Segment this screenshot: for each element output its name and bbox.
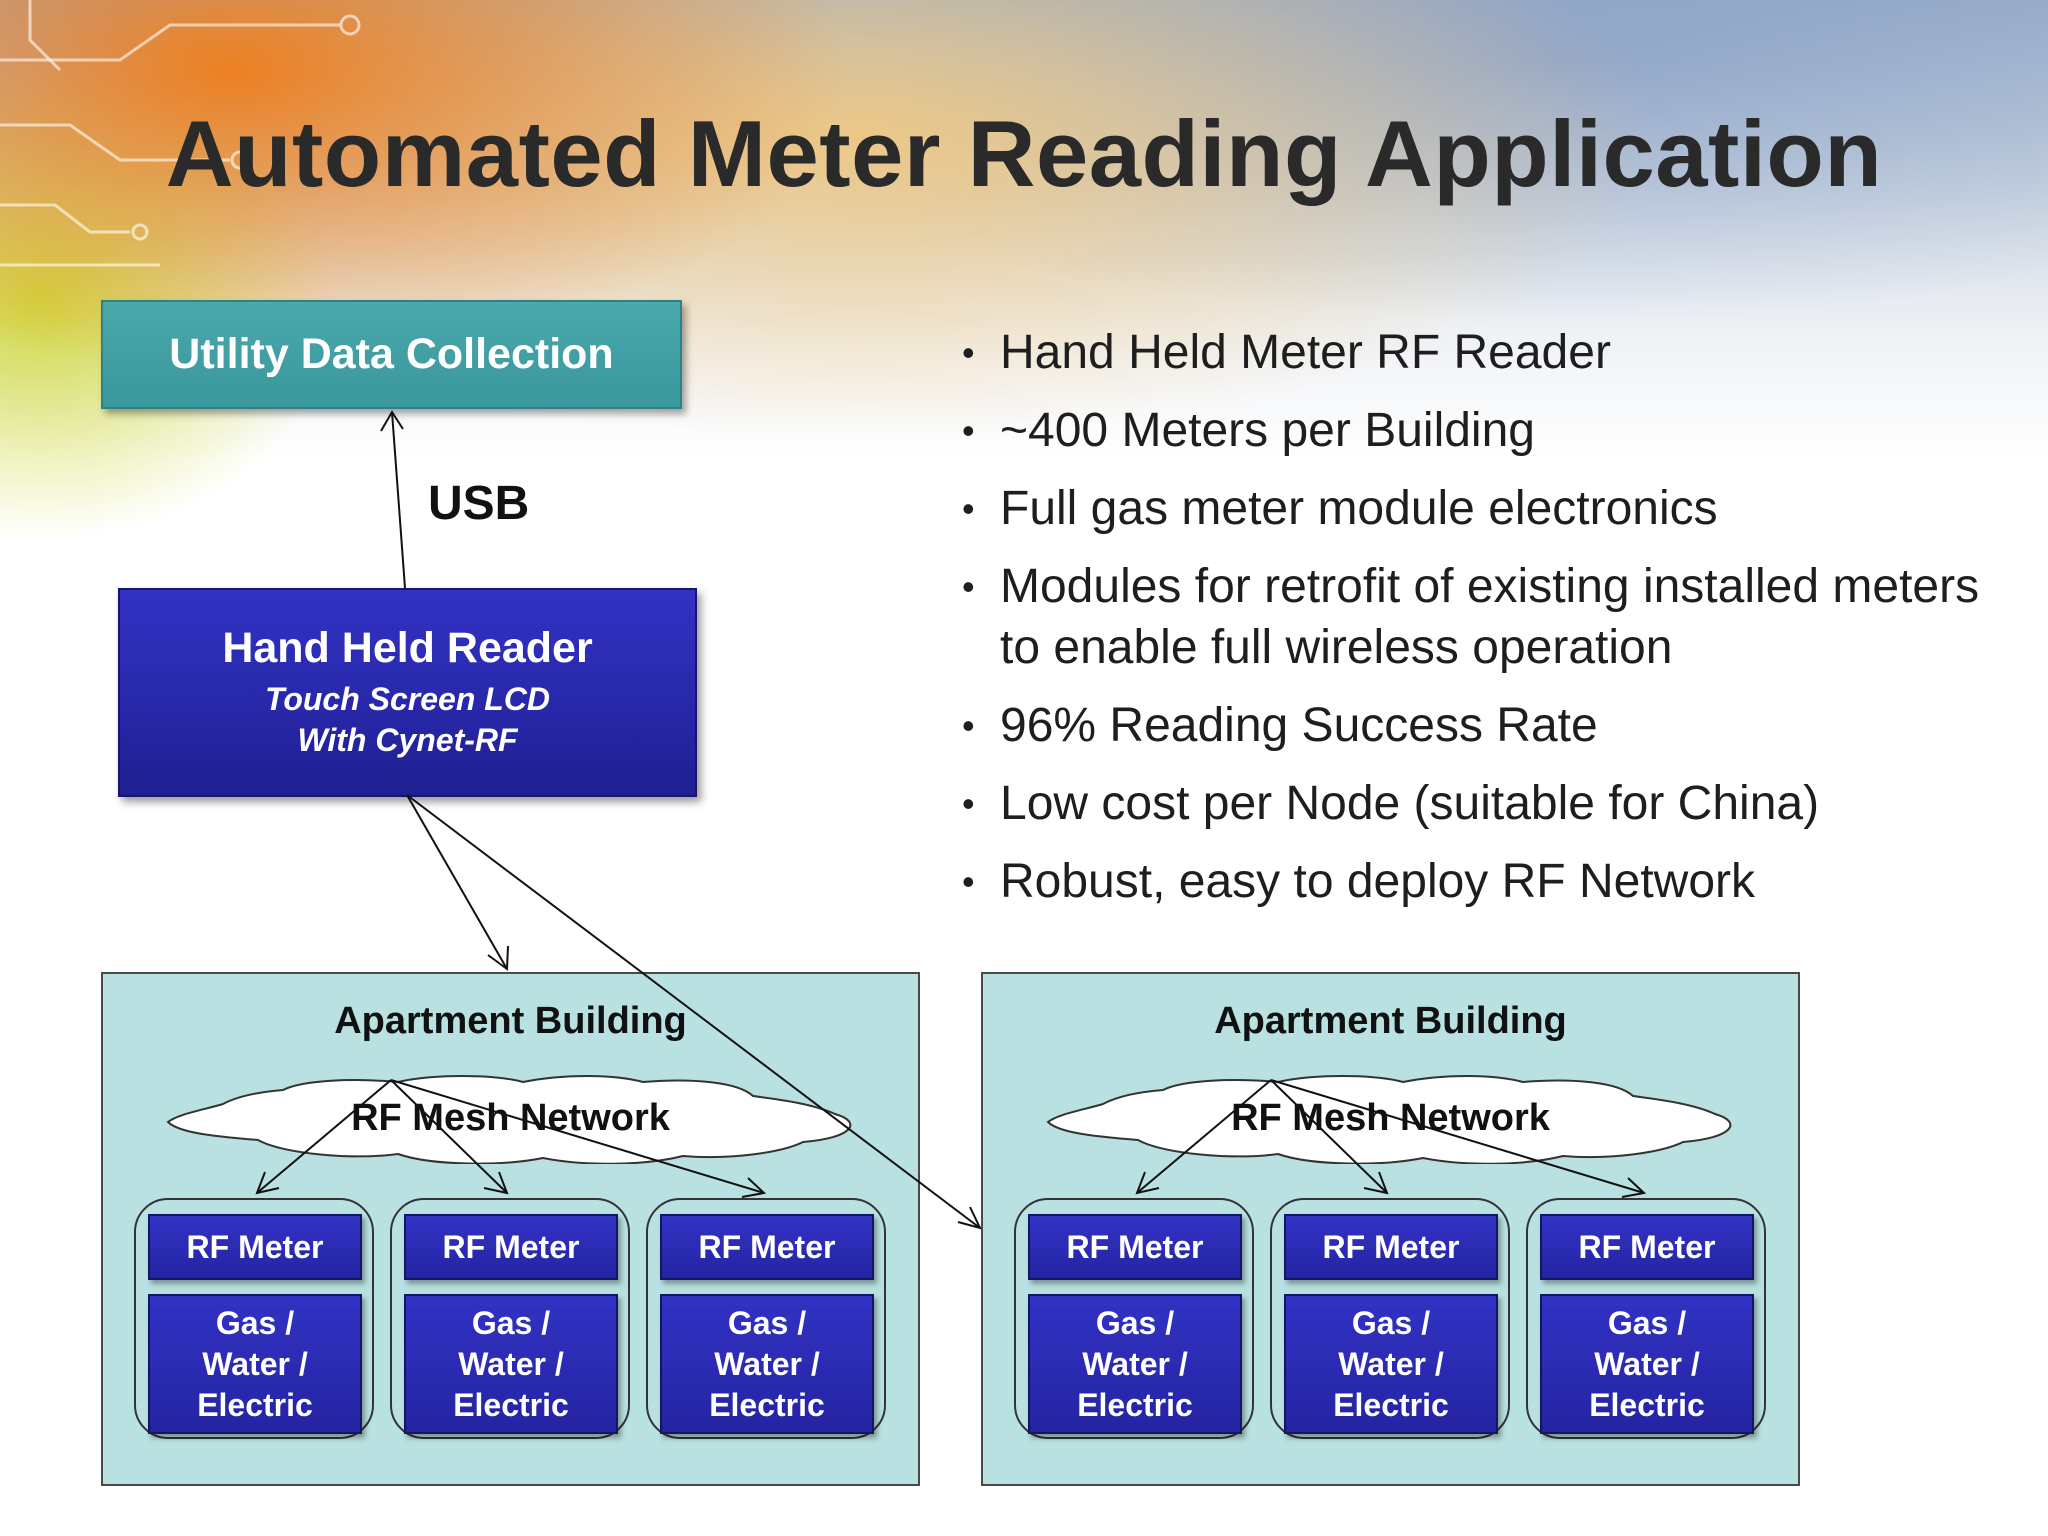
- bullet-item: Full gas meter module electronics: [962, 478, 2022, 539]
- arrowhead: [957, 1206, 982, 1230]
- apartment-building-1: Apartment Building RF Mesh Network RF Me…: [101, 972, 920, 1486]
- meter-type-line: Water /: [1594, 1345, 1700, 1382]
- bullet-item: 96% Reading Success Rate: [962, 695, 2022, 756]
- meter-type-line: Gas /: [215, 1304, 295, 1341]
- bullet-item: Modules for retrofit of existing install…: [962, 556, 2022, 678]
- meter-type-line: Water /: [458, 1345, 564, 1382]
- meter-type-line: Gas /: [1095, 1304, 1175, 1341]
- hand-held-reader-box: Hand Held Reader Touch Screen LCD With C…: [118, 588, 697, 797]
- meter-unit: RF Meter Gas / Water / Electric: [390, 1198, 630, 1439]
- rf-mesh-network-label: RF Mesh Network: [1231, 1097, 1550, 1139]
- reader-line-2: With Cynet-RF: [297, 722, 518, 758]
- circuit-decoration: [0, 0, 361, 267]
- meter-type-line: Electric: [1333, 1386, 1449, 1423]
- meter-type-line: Electric: [1589, 1386, 1705, 1423]
- meter-type-box: Gas / Water / Electric: [404, 1294, 618, 1434]
- reader-title: Hand Held Reader: [222, 624, 593, 672]
- meter-type-line: Water /: [202, 1345, 308, 1382]
- bullet-list: Hand Held Meter RF Reader ~400 Meters pe…: [962, 322, 2022, 929]
- meter-unit: RF Meter Gas / Water / Electric: [646, 1198, 886, 1439]
- bullet-item: ~400 Meters per Building: [962, 400, 2022, 461]
- reader-line-1: Touch Screen LCD: [264, 681, 551, 717]
- meter-unit: RF Meter Gas / Water / Electric: [1014, 1198, 1254, 1439]
- bullet-item: Robust, easy to deploy RF Network: [962, 851, 2022, 912]
- rf-meter-box: RF Meter: [1028, 1214, 1242, 1280]
- reader-to-building1-arrow: [406, 794, 508, 970]
- arrowhead: [487, 945, 509, 971]
- meter-type-box: Gas / Water / Electric: [148, 1294, 362, 1434]
- meter-type-line: Water /: [1338, 1345, 1444, 1382]
- meter-type-box: Gas / Water / Electric: [1284, 1294, 1498, 1434]
- usb-label: USB: [428, 477, 530, 530]
- meter-type-line: Gas /: [727, 1304, 807, 1341]
- meter-type-line: Water /: [1082, 1345, 1188, 1382]
- meter-unit: RF Meter Gas / Water / Electric: [134, 1198, 374, 1439]
- meter-type-box: Gas / Water / Electric: [1028, 1294, 1242, 1434]
- meter-type-line: Electric: [453, 1386, 569, 1423]
- meter-type-box: Gas / Water / Electric: [1540, 1294, 1754, 1434]
- meter-unit: RF Meter Gas / Water / Electric: [1270, 1198, 1510, 1439]
- meter-type-line: Electric: [709, 1386, 825, 1423]
- rf-mesh-network-label: RF Mesh Network: [351, 1097, 670, 1139]
- meter-unit: RF Meter Gas / Water / Electric: [1526, 1198, 1766, 1439]
- building-title: Apartment Building: [1214, 1000, 1567, 1042]
- meter-type-line: Electric: [197, 1386, 313, 1423]
- meter-type-line: Gas /: [1351, 1304, 1431, 1341]
- building-title: Apartment Building: [334, 1000, 687, 1042]
- meter-type-box: Gas / Water / Electric: [660, 1294, 874, 1434]
- meter-type-line: Electric: [1077, 1386, 1193, 1423]
- bullet-item: Hand Held Meter RF Reader: [962, 322, 2022, 383]
- usb-connector-arrow: [391, 411, 406, 589]
- rf-meter-box: RF Meter: [1284, 1214, 1498, 1280]
- rf-meter-box: RF Meter: [660, 1214, 874, 1280]
- bullet-item: Low cost per Node (suitable for China): [962, 773, 2022, 834]
- apartment-building-2: Apartment Building RF Mesh Network RF Me…: [981, 972, 1800, 1486]
- meter-type-line: Gas /: [471, 1304, 551, 1341]
- meter-type-line: Gas /: [1607, 1304, 1687, 1341]
- slide-title: Automated Meter Reading Application: [165, 101, 1883, 206]
- meter-type-line: Water /: [714, 1345, 820, 1382]
- rf-meter-box: RF Meter: [404, 1214, 618, 1280]
- rf-meter-box: RF Meter: [148, 1214, 362, 1280]
- utility-data-collection-box: Utility Data Collection: [101, 300, 682, 409]
- rf-meter-box: RF Meter: [1540, 1214, 1754, 1280]
